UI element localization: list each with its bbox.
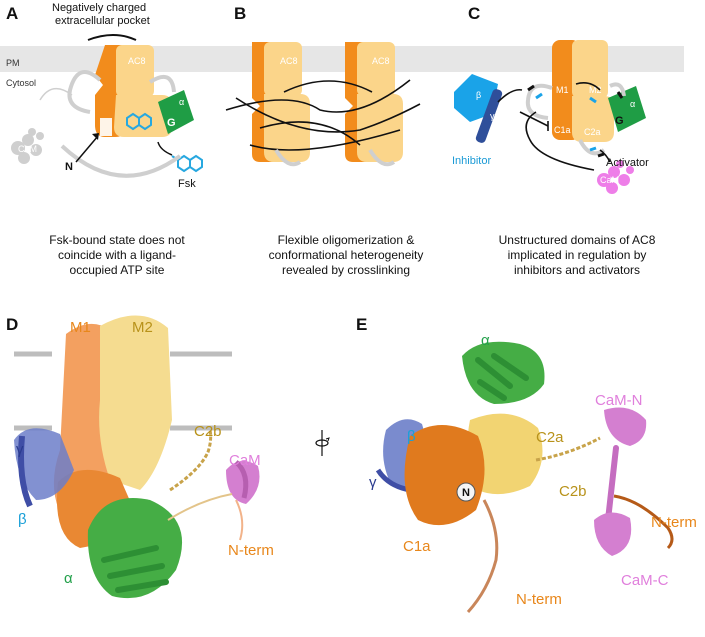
nterm-label-d: N-term (228, 542, 274, 559)
c-black-marks (527, 84, 624, 158)
g-label-a: G (167, 117, 176, 129)
g-protein-a (158, 90, 194, 134)
a-termini-loops (60, 70, 182, 178)
panel-a-letter: A (6, 4, 18, 23)
inhibitor-icon (454, 74, 503, 143)
crosslinks (225, 79, 421, 151)
caption-a-line3: occupied ATP site (70, 263, 165, 277)
membrane-guides-d (14, 351, 232, 431)
n-arrowhead (92, 133, 99, 140)
c1a-label: C1a (554, 125, 571, 135)
alpha-label-e: α (481, 332, 490, 349)
cam-d (226, 460, 260, 504)
g-alpha-c: α (630, 99, 635, 109)
c1a-surface-e (404, 425, 485, 526)
fsk-bound-icon (126, 112, 152, 131)
cam-grey-icon (11, 128, 44, 164)
caption-c-line1: Unstructured domains of AC8 (499, 233, 656, 247)
fsk-label: Fsk (178, 178, 196, 190)
inhibitor-label: Inhibitor (452, 155, 491, 167)
caption-c-line3: inhibitors and activators (514, 263, 640, 277)
ac8-b-left (252, 42, 310, 162)
panel-e: E N α β γ C2a C2b C1a CaM-N C (356, 315, 697, 614)
n-arrow (75, 135, 99, 163)
g-label-c: G (615, 115, 624, 127)
cam-c-label-e: CaM-C (621, 572, 669, 589)
caption-b-line2: conformational heterogeneity (269, 248, 424, 262)
cam-n-label-e: CaM-N (595, 392, 643, 409)
nterm-tail-e (466, 499, 499, 614)
panel-b: B AC8 AC8 Flexible oligomerization & con… (225, 4, 424, 277)
m1-label-c: M1 (556, 85, 569, 95)
cam-pink-label: CaM (600, 175, 619, 185)
panel-c: C M1 M2 C1a C2a β γ Inhibitor α G CaM Ac… (452, 4, 656, 277)
linker-d (167, 493, 233, 521)
caption-b-line1: Flexible oligomerization & (278, 233, 415, 247)
m2-label-c: M2 (589, 85, 602, 95)
pocket-label-line2: extracellular pocket (55, 15, 150, 27)
beta-label-d: β (18, 511, 27, 528)
g-alpha-helices-e (475, 353, 529, 401)
caption-b-line3: revealed by crosslinking (282, 263, 410, 277)
pocket-label-line1: Negatively charged (52, 2, 146, 14)
nterm-bottom-label-e: N-term (516, 591, 562, 608)
ac8-b-right-label: AC8 (372, 56, 390, 66)
fsk-arrow (157, 141, 173, 156)
caption-a-line2: coincide with a ligand- (58, 248, 176, 262)
gamma-label-d: γ (16, 441, 24, 458)
alpha-label-d: α (64, 570, 73, 587)
nterm-right-label-e: N-term (651, 514, 697, 531)
panel-e-letter: E (356, 315, 367, 334)
m2-label-d: M2 (132, 319, 153, 336)
g-betagamma-surface (14, 428, 74, 500)
n-label-e: N (462, 487, 470, 499)
caption-a-line1: Fsk-bound state does not (49, 233, 185, 247)
c2a-label: C2a (584, 127, 601, 137)
panel-c-letter: C (468, 4, 480, 23)
c2b-helix-e (535, 436, 601, 462)
nterm-tail-d (235, 499, 244, 541)
caption-c-line2: implicated in regulation by (508, 248, 647, 262)
panel-d-letter: D (6, 315, 18, 334)
c-cyan-marks (535, 92, 597, 152)
pm-label: PM (6, 58, 20, 68)
g-alpha-surface-e (462, 341, 545, 404)
inhibitor-gamma-label: γ (490, 111, 495, 121)
c2b-label-d: C2b (194, 423, 222, 440)
gamma-label-e: γ (369, 474, 377, 491)
pocket-arc (87, 34, 137, 41)
n-label-a: N (65, 161, 73, 173)
cam-label-d: CaM (229, 452, 261, 469)
cam-e (594, 407, 647, 556)
nterm-right-tail-e (613, 494, 674, 550)
cam-grey-label: CaM (18, 144, 37, 154)
c2a-surface-e (467, 413, 543, 495)
c2b-helix-d (169, 429, 213, 492)
n-circle (456, 482, 476, 502)
m2-surface (99, 315, 172, 490)
c1a-label-e: C1a (403, 538, 431, 555)
ac8-b-left-label: AC8 (280, 56, 298, 66)
cam-path-arrow (39, 87, 73, 101)
ac8-a-label: AC8 (128, 56, 146, 66)
rotate-icon (315, 430, 330, 456)
c-arrows (497, 82, 611, 171)
beta-label-e: β (407, 428, 416, 445)
inhibitor-beta-label: β (476, 90, 481, 100)
cytosol-label: Cytosol (6, 78, 36, 88)
c2b-label-e: C2b (559, 483, 587, 500)
m1-label-d: M1 (70, 319, 91, 336)
ac8-b-right (345, 42, 403, 162)
b-termini-loops (274, 148, 396, 167)
gamma-helix (18, 435, 33, 508)
c2a-label-e: C2a (536, 429, 564, 446)
panel-b-letter: B (234, 4, 246, 23)
panel-d: D M1 M2 γ β α C2b CaM (6, 315, 274, 599)
cam-pink-icon (597, 160, 634, 194)
g-alpha-a: α (179, 97, 184, 107)
g-alpha-helices-d (101, 545, 169, 593)
g-protein-c (608, 86, 646, 132)
activator-label: Activator (606, 157, 649, 169)
